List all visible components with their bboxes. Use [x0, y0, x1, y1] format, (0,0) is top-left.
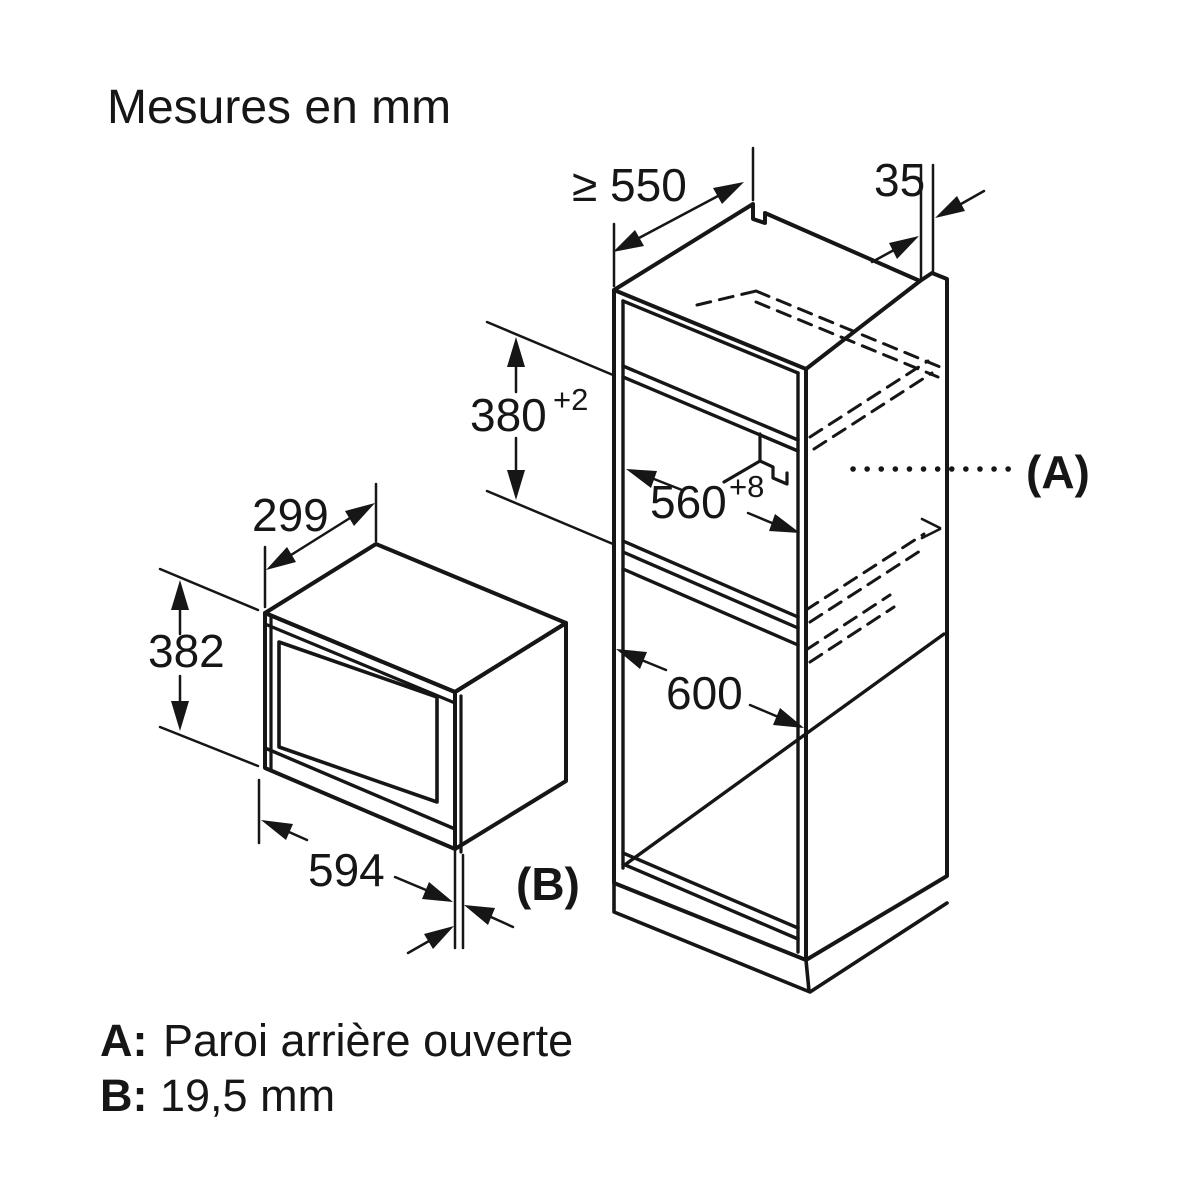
oven-drawing — [263, 542, 568, 854]
dim-cabinet-width — [616, 649, 804, 728]
dim-niche-width-tolerance: +8 — [729, 469, 764, 504]
dim-niche-height-tolerance: +2 — [553, 382, 588, 417]
cabinet-drawing — [612, 202, 949, 994]
callout-a-label: (A) — [1026, 446, 1090, 498]
legend-b-key: B: — [100, 1070, 147, 1121]
callout-b-label: (B) — [516, 858, 580, 910]
dim-niche-height — [485, 320, 615, 546]
dim-cabinet-depth-label: ≥ 550 — [572, 159, 687, 211]
dim-rear-gap — [870, 163, 986, 280]
page-title: Mesures en mm — [107, 81, 451, 134]
dim-niche-width-label: 560 — [650, 476, 727, 528]
dim-cabinet-depth — [612, 146, 755, 288]
legend-b-text: 19,5 mm — [160, 1070, 335, 1121]
dim-door-protrusion — [406, 849, 515, 955]
dimension-linework — [158, 146, 1017, 955]
dim-cabinet-width-label: 600 — [666, 667, 743, 719]
dim-rear-gap-label: 35 — [874, 154, 925, 206]
dim-niche-height-label: 380 — [470, 389, 547, 441]
legend: A: Paroi arrière ouverte B: 19,5 mm — [100, 1015, 573, 1121]
dim-oven-height-label: 382 — [148, 625, 225, 677]
legend-a-text: Paroi arrière ouverte — [163, 1015, 573, 1066]
oven-control-strip — [263, 746, 457, 831]
dim-oven-width-label: 594 — [308, 844, 385, 896]
dim-oven-depth-label: 299 — [252, 489, 329, 541]
dim-oven-depth — [263, 482, 378, 609]
legend-a-key: A: — [100, 1015, 147, 1066]
dim-niche-width — [626, 469, 800, 533]
oven-door-window — [277, 640, 439, 804]
dim-oven-height — [158, 567, 260, 768]
hidden-back-edges — [695, 289, 947, 664]
dim-oven-width — [257, 778, 453, 902]
